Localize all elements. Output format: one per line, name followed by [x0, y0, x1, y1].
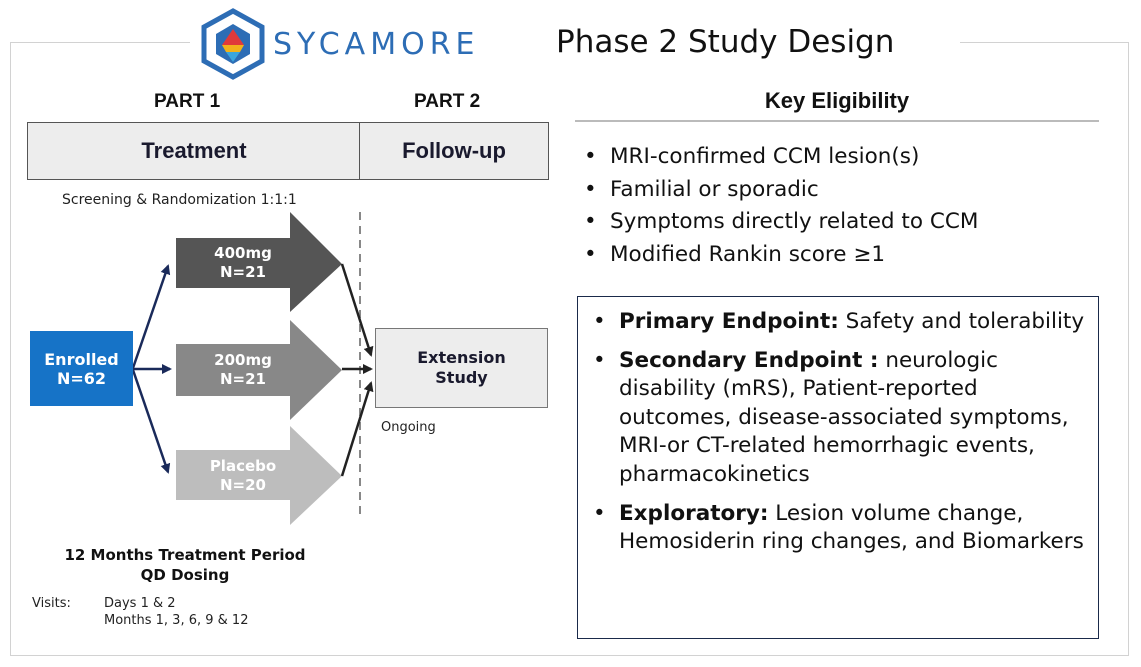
arrow-400mg-to-extension: [340, 263, 374, 357]
followup-box: Follow-up: [359, 122, 549, 180]
arm-400mg-label: 400mg N=21: [198, 244, 288, 282]
period-line2: QD Dosing: [140, 566, 230, 584]
enrolled-label: Enrolled: [44, 349, 119, 369]
eligibility-title: Key Eligibility: [764, 88, 910, 113]
enrolled-box: Enrolled N=62: [30, 331, 133, 406]
treatment-period: 12 Months Treatment Period QD Dosing: [30, 545, 340, 585]
treatment-box: Treatment: [27, 122, 361, 180]
arm-arrow-400mg: [176, 212, 342, 312]
endpoint-exploratory: Exploratory: Lesion volume change, Hemos…: [591, 500, 1096, 557]
eligibility-divider: [575, 120, 1099, 122]
arrow-enrolled-to-placebo: [131, 369, 171, 474]
arm-placebo-label: Placebo N=20: [198, 457, 288, 495]
arrow-enrolled-to-400mg: [131, 264, 171, 369]
eligibility-item: MRI-confirmed CCM lesion(s): [582, 141, 978, 174]
endpoints-list: Primary Endpoint: Safety and tolerabilit…: [591, 308, 1096, 567]
extension-line1: Extension: [417, 348, 506, 367]
brand-wordmark: SYCAMORE: [273, 27, 480, 62]
arrow-placebo-to-extension: [340, 381, 374, 477]
endpoints-box: [577, 296, 1099, 639]
arm-400mg-n: N=21: [220, 263, 266, 281]
enrolled-count: N=62: [56, 368, 107, 388]
page-title: Phase 2 Study Design: [556, 24, 895, 60]
sycamore-logo-icon: [201, 8, 265, 80]
endpoint-exploratory-label: Exploratory:: [619, 500, 769, 526]
arm-arrow-placebo: [176, 426, 342, 525]
visits-days: Days 1 & 2: [104, 596, 176, 611]
endpoint-secondary-text: neurologic disability (mRS), Patient-rep…: [619, 347, 1069, 487]
ongoing-label: Ongoing: [381, 420, 436, 435]
extension-study-box: Extension Study: [375, 328, 548, 408]
arm-200mg-dose: 200mg: [214, 351, 272, 369]
header-backdrop: [190, 0, 960, 80]
endpoint-primary-text: Safety and tolerability: [838, 309, 1085, 334]
treatment-label: Treatment: [141, 138, 247, 163]
visits-months: Months 1, 3, 6, 9 & 12: [104, 613, 249, 628]
followup-label: Follow-up: [402, 138, 506, 163]
eligibility-item: Modified Rankin score ≥1: [582, 239, 978, 272]
endpoint-exploratory-text: Lesion volume change, Hemosiderin ring c…: [619, 500, 1084, 555]
endpoint-primary: Primary Endpoint: Safety and tolerabilit…: [591, 308, 1096, 337]
visits-label: Visits:: [32, 596, 71, 611]
extension-line2: Study: [435, 368, 488, 387]
screening-label: Screening & Randomization 1:1:1: [62, 192, 297, 208]
period-line1: 12 Months Treatment Period: [64, 546, 306, 564]
arm-400mg-dose: 400mg: [214, 244, 272, 262]
eligibility-item: Familial or sporadic: [582, 174, 978, 207]
arm-arrow-200mg: [176, 320, 342, 420]
endpoint-secondary-label: Secondary Endpoint :: [619, 347, 879, 373]
part1-label: PART 1: [154, 91, 221, 112]
part2-label: PART 2: [414, 91, 481, 112]
arm-200mg-n: N=21: [220, 370, 266, 388]
eligibility-list: MRI-confirmed CCM lesion(s) Familial or …: [582, 141, 978, 271]
eligibility-item: Symptoms directly related to CCM: [582, 206, 978, 239]
arm-placebo-dose: Placebo: [209, 457, 277, 475]
endpoint-secondary: Secondary Endpoint : neurologic disabili…: [591, 347, 1096, 490]
arm-200mg-label: 200mg N=21: [198, 351, 288, 389]
arm-placebo-n: N=20: [220, 476, 266, 494]
endpoint-primary-label: Primary Endpoint:: [619, 309, 839, 334]
